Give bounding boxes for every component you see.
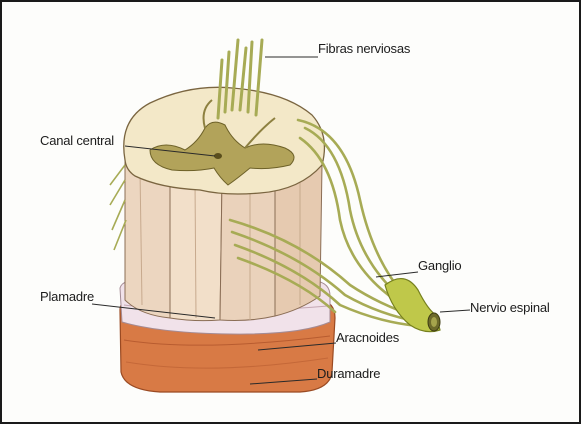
label-canal-central: Canal central	[40, 133, 114, 148]
lateral-rootlets	[110, 165, 126, 250]
label-aracnoides: Aracnoides	[336, 330, 399, 345]
label-duramadre: Duramadre	[317, 366, 380, 381]
central-canal	[214, 153, 222, 159]
nerve-fibers-top	[218, 40, 262, 118]
label-nervio-espinal: Nervio espinal	[470, 300, 550, 315]
label-ganglio: Ganglio	[418, 258, 461, 273]
ganglion-and-spinal-nerve	[385, 279, 440, 332]
label-fibras-nerviosas: Fibras nerviosas	[318, 41, 410, 56]
label-plamadre: Plamadre	[40, 289, 94, 304]
